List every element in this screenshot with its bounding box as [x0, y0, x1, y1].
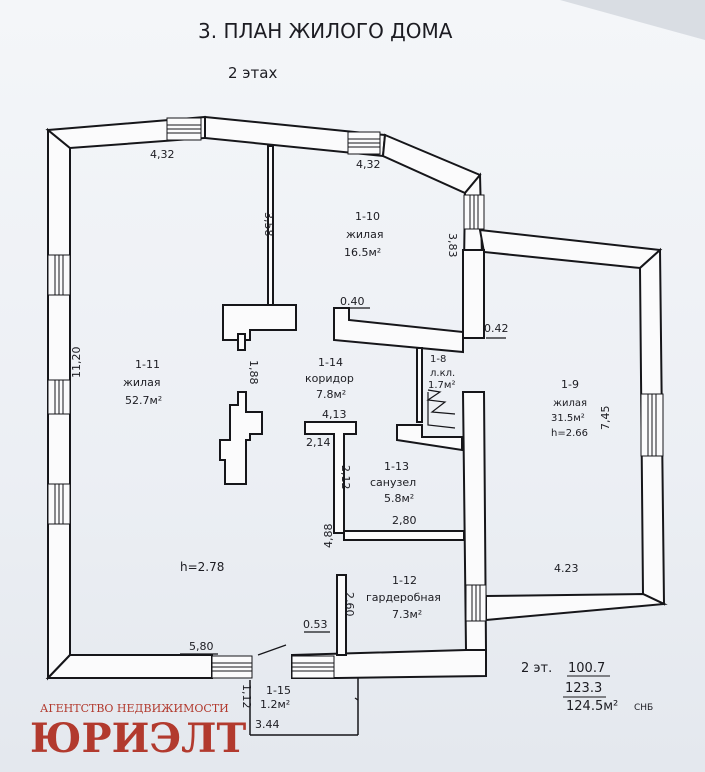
page-corner-shadow — [560, 0, 705, 40]
main-ceiling-height: h=2.78 — [180, 560, 224, 574]
dim-0-40: 0.40 — [340, 295, 365, 308]
dim-5-80: 5,80 — [189, 640, 214, 653]
room-type: санузел — [370, 476, 416, 489]
room-1-9-label: 1-9 жилая 31.5м² h=2.66 — [551, 378, 588, 439]
dim-3-44: 3.44 — [255, 718, 280, 731]
interior-walls — [219, 145, 485, 736]
dimension-lines — [180, 307, 506, 701]
room-id: 1-10 — [355, 210, 380, 223]
area-totals: 2 эт. 100.7 123.3 124.5м² СНБ — [521, 661, 653, 714]
dim-1-88: 1,88 — [247, 360, 260, 385]
room-id: 1-14 — [318, 356, 343, 369]
agency-watermark: АГЕНТСТВО НЕДВИЖИМОСТИ ЮРИЭЛТ — [30, 702, 247, 762]
room-type: жилая — [123, 376, 160, 389]
totals-c: 124.5м² — [566, 699, 618, 714]
room-id: 1-9 — [561, 378, 579, 391]
room-area: 31.5м² — [551, 413, 585, 424]
dim-0-42: 0.42 — [484, 322, 509, 335]
room-1-13-label: 1-13 санузел 5.8м² — [370, 460, 416, 505]
room-area: 1.7м² — [428, 380, 455, 391]
dim-2-80: 2,80 — [392, 514, 417, 527]
room-height: h=2.66 — [551, 428, 588, 439]
room-area: 52.7м² — [125, 394, 162, 407]
room-type: жилая — [346, 228, 383, 241]
room-id: 1-13 — [384, 460, 409, 473]
room-1-11-label: 1-11 жилая 52.7м² — [123, 358, 162, 407]
windows — [47, 117, 664, 679]
room-1-14-label: 1-14 коридор 7.8м² — [305, 356, 354, 401]
room-1-12-label: 1-12 гардеробная 7.3м² — [366, 574, 441, 621]
room-type: гардеробная — [366, 591, 441, 604]
room-area: 1.2м² — [260, 698, 290, 711]
room-1-15-label: 1-15 1.2м² — [260, 684, 291, 711]
dim-2-14: 2,14 — [306, 436, 331, 449]
dim-4-88: 4,88 — [322, 524, 335, 549]
room-id: 1-8 — [430, 354, 446, 365]
page-title: 3. ПЛАН ЖИЛОГО ДОМА — [198, 19, 453, 43]
room-type: жилая — [553, 398, 587, 409]
totals-floor: 2 эт. — [521, 661, 552, 676]
room-1-10-label: 1-10 жилая 16.5м² — [344, 210, 383, 259]
dimension-labels: 4,32 4,32 3,58 3,83 0.40 0.42 11,20 1,88… — [70, 148, 612, 731]
dim-1-12: 1,12 — [240, 684, 253, 709]
room-area: 7.8м² — [316, 388, 346, 401]
room-type: л.кл. — [430, 368, 455, 379]
floor-label: 2 этах — [228, 64, 277, 82]
room-area: 16.5м² — [344, 246, 381, 259]
dim-0-53: 0.53 — [303, 618, 328, 631]
dim-2-12: 2,12 — [339, 465, 352, 490]
watermark-brand: ЮРИЭЛТ — [30, 715, 247, 762]
dim-11-20: 11,20 — [70, 347, 83, 379]
totals-b: 123.3 — [565, 681, 602, 696]
watermark-agency: АГЕНТСТВО НЕДВИЖИМОСТИ — [40, 702, 229, 715]
dim-7-45: 7,45 — [599, 406, 612, 431]
room-1-8-label: 1-8 л.кл. 1.7м² — [428, 354, 455, 391]
room-id: 1-15 — [266, 684, 291, 697]
room-id: 1-12 — [392, 574, 417, 587]
dim-3-83: 3,83 — [446, 233, 459, 258]
totals-unit: СНБ — [634, 703, 653, 713]
room-area: 5.8м² — [384, 492, 414, 505]
room-type: коридор — [305, 372, 354, 385]
dim-4-23: 4.23 — [554, 562, 579, 575]
dim-4-32-b: 4,32 — [356, 158, 381, 171]
totals-a: 100.7 — [568, 661, 605, 676]
room-area: 7.3м² — [392, 608, 422, 621]
dim-2-60: 2,60 — [343, 592, 356, 617]
dim-4-32-a: 4,32 — [150, 148, 175, 161]
dim-3-58: 3,58 — [262, 212, 275, 237]
dim-4-13: 4,13 — [322, 408, 347, 421]
room-id: 1-11 — [135, 358, 160, 371]
